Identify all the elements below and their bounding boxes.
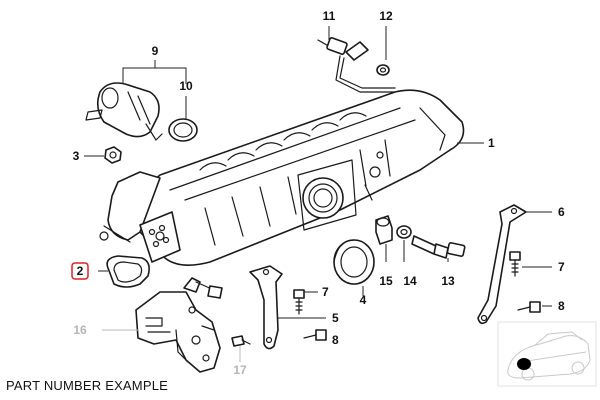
intake-manifold[interactable] xyxy=(99,89,465,266)
mounting-plate[interactable] xyxy=(135,291,221,373)
sealing-washer-12[interactable] xyxy=(376,64,390,76)
selected-part-highlight xyxy=(71,262,89,280)
bolt-17[interactable] xyxy=(231,335,251,347)
callout-7-right[interactable]: 7 xyxy=(558,260,565,274)
idle-control-valve[interactable] xyxy=(85,82,163,141)
throttle-housing-seal[interactable] xyxy=(333,239,375,285)
callout-15[interactable]: 15 xyxy=(379,274,393,288)
leader-lines xyxy=(84,26,552,362)
callout-14[interactable]: 14 xyxy=(403,274,417,288)
callout-13[interactable]: 13 xyxy=(441,274,455,288)
bolt-7-right[interactable] xyxy=(509,251,521,277)
bolt-8-center[interactable] xyxy=(303,329,327,341)
callout-11[interactable]: 11 xyxy=(323,9,336,23)
callout-17[interactable]: 17 xyxy=(233,363,247,377)
part-number-caption: PART NUMBER EXAMPLE xyxy=(6,378,169,393)
callout-9[interactable]: 9 xyxy=(152,44,159,58)
sealing-washer-14[interactable] xyxy=(396,225,412,239)
o-ring-seal[interactable] xyxy=(168,118,198,142)
callout-8-center[interactable]: 8 xyxy=(332,333,339,347)
manifold-gasket[interactable] xyxy=(106,255,150,288)
callout-12[interactable]: 12 xyxy=(379,9,393,23)
callout-4[interactable]: 4 xyxy=(360,293,367,307)
callout-3[interactable]: 3 xyxy=(73,149,80,163)
support-bracket-short[interactable] xyxy=(249,265,283,350)
callout-8-right[interactable]: 8 xyxy=(558,299,565,313)
callout-6[interactable]: 6 xyxy=(558,205,565,219)
stud-bolt-upper[interactable] xyxy=(183,277,223,299)
rubber-bushing[interactable] xyxy=(375,215,393,245)
hex-nut[interactable] xyxy=(104,146,122,164)
engine-location-marker xyxy=(517,358,531,370)
vehicle-locator-thumbnail xyxy=(497,321,597,387)
temperature-sensor[interactable] xyxy=(317,37,396,93)
callout-7-center[interactable]: 7 xyxy=(322,285,329,299)
coolant-sensor[interactable] xyxy=(411,235,466,259)
callout-1[interactable]: 1 xyxy=(488,136,495,150)
support-bracket-long[interactable] xyxy=(477,204,527,325)
bolt-8-right[interactable] xyxy=(517,301,541,313)
callout-2[interactable]: 2 xyxy=(77,264,84,278)
bolt-7-center[interactable] xyxy=(293,289,305,315)
callout-5[interactable]: 5 xyxy=(332,311,339,325)
callout-16[interactable]: 16 xyxy=(73,323,87,337)
callout-10[interactable]: 10 xyxy=(179,79,193,93)
